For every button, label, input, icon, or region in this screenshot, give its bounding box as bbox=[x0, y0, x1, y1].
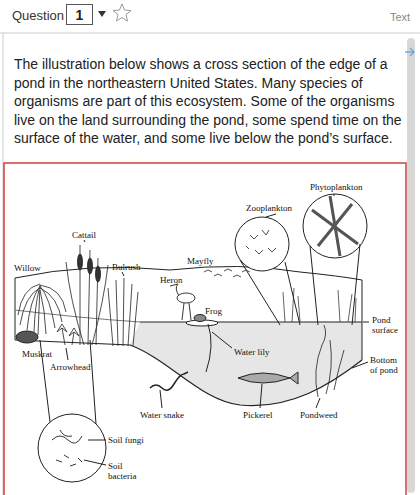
organism-label: Soil bacteria bbox=[108, 461, 142, 481]
muskrat bbox=[16, 331, 38, 343]
heron bbox=[170, 284, 195, 320]
dropdown-arrow bbox=[98, 11, 106, 17]
phytoplankton bbox=[312, 196, 358, 256]
leader-line bbox=[84, 460, 106, 465]
phytoplankton-circle bbox=[303, 194, 367, 258]
water-lily-stem bbox=[206, 324, 211, 372]
shore bbox=[15, 310, 140, 322]
reeds bbox=[283, 288, 356, 322]
water-snake bbox=[150, 372, 188, 390]
passage-text: The illustration below shows a cross sec… bbox=[14, 55, 402, 148]
frog bbox=[194, 315, 206, 322]
expand-arrow bbox=[405, 48, 414, 56]
section-edge bbox=[15, 278, 16, 340]
organism-label: Frog bbox=[205, 306, 222, 316]
callout-cone bbox=[310, 244, 360, 325]
question-label: Question bbox=[12, 8, 64, 23]
question-number: 1 bbox=[76, 7, 84, 23]
leader-line bbox=[334, 194, 335, 196]
soil-organisms bbox=[52, 430, 82, 466]
pond-surface-line bbox=[140, 322, 362, 323]
organism-label: Cattail bbox=[72, 230, 96, 240]
organism-label: Heron bbox=[160, 275, 183, 285]
leader-line bbox=[363, 322, 369, 323]
pondweed bbox=[316, 325, 344, 397]
region-label: Pond surface bbox=[372, 315, 408, 335]
organism-label: Arrowhead bbox=[50, 362, 90, 372]
soil-circle bbox=[38, 414, 106, 482]
willow bbox=[18, 284, 66, 335]
organism-label: Bulrush bbox=[112, 262, 141, 272]
organism-label: Phytoplankton bbox=[310, 182, 363, 192]
scrollbar bbox=[407, 38, 415, 493]
organism-label: Muskrat bbox=[22, 349, 52, 359]
pond-bottom bbox=[15, 340, 362, 406]
leader-line bbox=[260, 384, 262, 408]
organism-label: Zooplankton bbox=[246, 203, 292, 213]
cattail bbox=[66, 245, 108, 345]
bookmark-star bbox=[113, 4, 131, 21]
organism-label: Pickerel bbox=[243, 410, 273, 420]
organism-label: Pondweed bbox=[300, 410, 338, 420]
organism-label: Soil fungi bbox=[108, 435, 144, 445]
leader-line bbox=[212, 332, 232, 348]
leader-line bbox=[160, 390, 162, 408]
leader-line bbox=[122, 272, 124, 276]
question-number-box: 1 bbox=[66, 4, 93, 25]
bulrush bbox=[108, 278, 138, 346]
callout-cone bbox=[240, 260, 300, 325]
organism-label: Mayfly bbox=[187, 256, 214, 266]
zooplankton bbox=[246, 230, 276, 254]
mayfly bbox=[204, 269, 250, 277]
organism-label: Water lily bbox=[234, 347, 270, 357]
header-rule bbox=[0, 33, 420, 34]
organism-label: Water snake bbox=[140, 410, 184, 420]
tab-label: Text bbox=[390, 11, 410, 23]
zooplankton-circle bbox=[235, 217, 289, 271]
leader-line bbox=[84, 240, 85, 242]
section-edge bbox=[362, 280, 363, 360]
illustration-frame bbox=[4, 163, 406, 495]
pickerel bbox=[238, 372, 298, 384]
leader-line bbox=[66, 348, 68, 360]
leader-line bbox=[266, 214, 276, 217]
leader-line bbox=[352, 362, 368, 368]
arrowhead bbox=[57, 324, 79, 345]
organism-label: Willow bbox=[14, 263, 41, 273]
region-label: Bottom of pond bbox=[370, 355, 406, 375]
leader-line bbox=[88, 440, 106, 441]
leader-line bbox=[316, 398, 320, 408]
